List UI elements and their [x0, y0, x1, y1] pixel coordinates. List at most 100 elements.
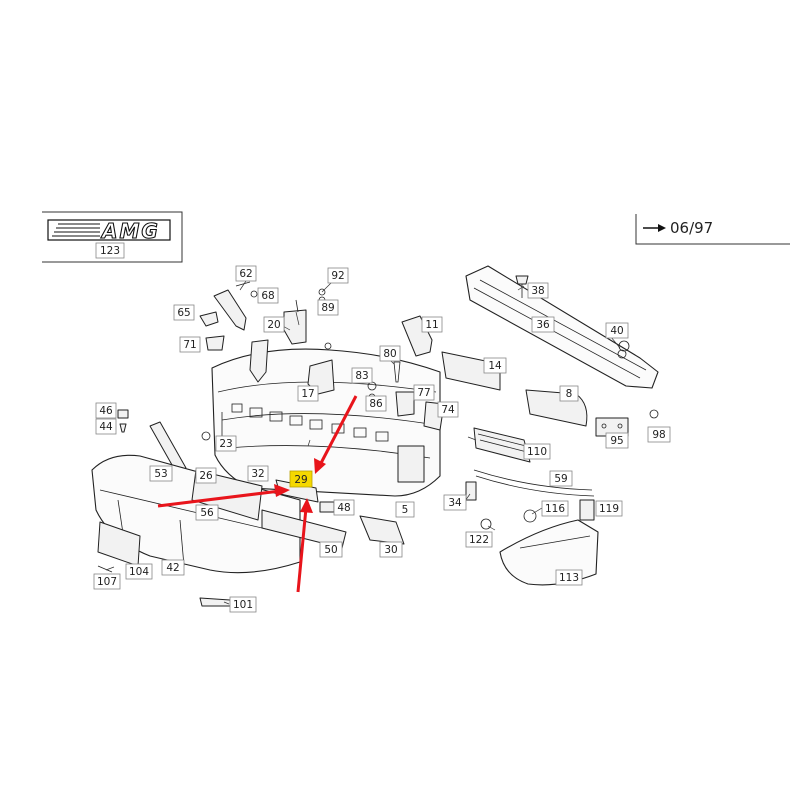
svg-text:74: 74: [441, 404, 455, 416]
part-number-labels: 62 92 68 65 20 89 71 38 11 36 40 80 14 8…: [93, 265, 671, 613]
label-98: 98: [647, 426, 671, 443]
svg-text:11: 11: [425, 319, 438, 331]
svg-text:56: 56: [200, 507, 214, 519]
label-36: 36: [531, 316, 555, 333]
label-30: 30: [379, 541, 403, 558]
svg-text:86: 86: [369, 398, 383, 410]
svg-text:107: 107: [97, 576, 117, 588]
svg-text:8: 8: [566, 388, 573, 400]
label-29-highlighted: 29: [289, 470, 313, 488]
svg-text:40: 40: [610, 325, 623, 337]
label-17: 17: [297, 385, 319, 402]
label-50: 50: [319, 541, 343, 558]
svg-text:92: 92: [331, 270, 344, 282]
revision-date: 06/97: [670, 219, 713, 237]
label-62: 62: [235, 265, 257, 282]
svg-text:119: 119: [599, 503, 619, 515]
arrow-right-icon: [643, 224, 666, 232]
label-20: 20: [263, 316, 285, 333]
label-56: 56: [195, 504, 219, 521]
label-110: 110: [523, 443, 551, 460]
svg-text:17: 17: [301, 388, 314, 400]
label-26: 26: [195, 467, 217, 484]
label-65: 65: [173, 304, 195, 321]
svg-text:5: 5: [402, 504, 409, 516]
label-95: 95: [605, 432, 629, 449]
label-104: 104: [125, 563, 153, 580]
arrow-head-icon: [314, 458, 326, 474]
arrow-head-icon: [300, 498, 313, 513]
revision-marker: 06/97: [635, 214, 790, 245]
label-40: 40: [605, 322, 629, 339]
label-71: 71: [179, 336, 201, 353]
svg-text:42: 42: [166, 562, 179, 574]
svg-text:30: 30: [384, 544, 397, 556]
svg-text:34: 34: [448, 497, 462, 509]
label-44: 44: [95, 418, 117, 435]
svg-text:98: 98: [652, 429, 665, 441]
svg-text:104: 104: [129, 566, 149, 578]
label-46: 46: [95, 402, 117, 419]
svg-text:83: 83: [355, 370, 368, 382]
label-101: 101: [229, 596, 257, 613]
label-23: 23: [215, 435, 237, 452]
label-74: 74: [437, 401, 459, 418]
label-116: 116: [541, 500, 569, 517]
label-107: 107: [93, 573, 121, 590]
svg-text:50: 50: [324, 544, 337, 556]
amg-logo-text: AMG: [100, 219, 160, 243]
svg-text:38: 38: [531, 285, 544, 297]
svg-text:62: 62: [239, 268, 252, 280]
label-5: 5: [395, 501, 415, 518]
svg-text:71: 71: [183, 339, 196, 351]
side-panel-part: [499, 519, 599, 586]
svg-text:53: 53: [154, 468, 167, 480]
svg-text:77: 77: [417, 387, 430, 399]
svg-text:26: 26: [199, 470, 213, 482]
svg-text:23: 23: [219, 438, 232, 450]
label-53: 53: [149, 465, 173, 482]
svg-text:14: 14: [488, 360, 502, 372]
label-77: 77: [413, 384, 435, 401]
svg-text:20: 20: [267, 319, 280, 331]
svg-text:48: 48: [337, 502, 350, 514]
label-11: 11: [421, 316, 443, 333]
label-32: 32: [247, 465, 269, 482]
label-34: 34: [443, 494, 467, 511]
label-48: 48: [333, 499, 355, 516]
svg-text:122: 122: [469, 534, 489, 546]
svg-text:101: 101: [233, 599, 253, 611]
label-92: 92: [327, 267, 349, 284]
svg-text:36: 36: [536, 319, 550, 331]
red-pointer-arrows: [157, 395, 358, 593]
svg-text:32: 32: [251, 468, 264, 480]
label-123: 123: [100, 245, 120, 257]
label-42: 42: [161, 559, 185, 576]
label-122: 122: [465, 531, 493, 548]
svg-text:95: 95: [610, 435, 623, 447]
label-14: 14: [483, 357, 507, 374]
label-68: 68: [257, 287, 279, 304]
svg-text:65: 65: [177, 307, 190, 319]
svg-text:44: 44: [99, 421, 113, 433]
reinforcement-beam-part: [465, 265, 659, 389]
svg-text:80: 80: [383, 348, 396, 360]
svg-text:46: 46: [99, 405, 113, 417]
svg-text:113: 113: [559, 572, 579, 584]
arrow-head-icon: [274, 484, 290, 497]
svg-text:29: 29: [294, 474, 307, 486]
label-89: 89: [317, 299, 339, 316]
label-119: 119: [595, 500, 623, 517]
svg-text:59: 59: [554, 473, 567, 485]
label-86: 86: [365, 395, 387, 412]
svg-text:110: 110: [527, 446, 547, 458]
label-38: 38: [527, 282, 549, 299]
amg-badge-panel: AMG 123: [42, 211, 183, 263]
label-80: 80: [379, 345, 401, 362]
svg-text:89: 89: [321, 302, 334, 314]
amg-grille-lines-icon: [52, 223, 100, 237]
label-59: 59: [549, 470, 573, 487]
svg-text:68: 68: [261, 290, 274, 302]
label-83: 83: [351, 367, 373, 384]
